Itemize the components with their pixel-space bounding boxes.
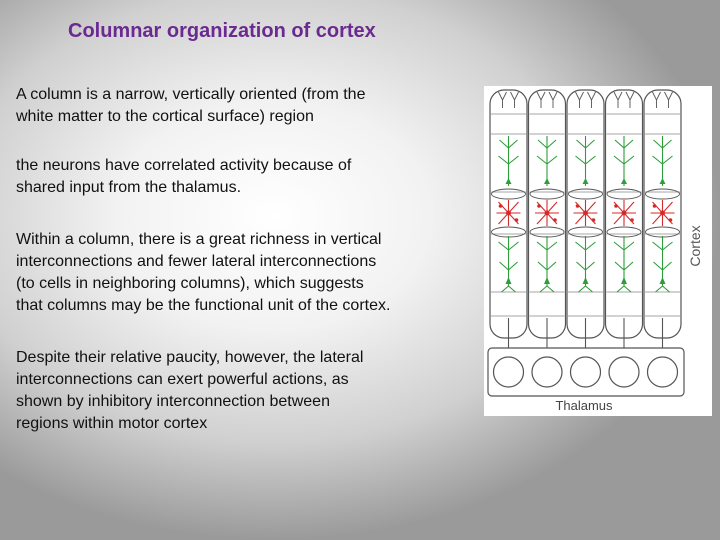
interneuron-soma <box>537 204 541 208</box>
barrel-bottom <box>529 226 565 238</box>
interneuron-soma <box>660 210 665 216</box>
pyramidal-neuron-lower <box>652 236 673 293</box>
interneuron-soma <box>544 210 550 216</box>
interneuron-soma <box>514 218 519 222</box>
cortical-column <box>643 89 682 348</box>
thalamus-box <box>487 347 685 397</box>
thalamic-cell <box>492 356 525 388</box>
pyramidal-soma-lower <box>582 277 589 284</box>
pyramidal-soma-upper <box>621 178 627 184</box>
barrel-bottom <box>645 226 680 238</box>
interneuron-soma <box>583 210 588 216</box>
dendrite-tuft <box>625 91 635 108</box>
interneuron-soma <box>621 210 627 216</box>
interneuron-soma <box>591 218 596 222</box>
cortical-column <box>604 89 644 348</box>
paragraph-column-definition: A column is a narrow, vertically oriente… <box>16 84 496 128</box>
cortical-column-diagram: Cortex Thalamus <box>484 86 712 416</box>
interneuron-soma <box>575 204 580 208</box>
pyramidal-soma-upper <box>659 178 666 184</box>
pyramidal-neuron-lower <box>536 236 558 293</box>
text-line: A column is a narrow, vertically oriente… <box>16 86 366 103</box>
barrel-top <box>645 188 680 200</box>
text-line: shown by inhibitory interconnection betw… <box>16 393 330 410</box>
dendrite-tuft <box>498 91 507 108</box>
barrel-top <box>529 188 565 200</box>
interneuron-soma <box>630 218 634 222</box>
barrel-bottom <box>491 226 526 238</box>
interneuron-soma <box>652 204 657 208</box>
paragraph-correlated-activity: the neurons have correlated activity bec… <box>16 155 496 199</box>
pyramidal-neuron-lower <box>613 236 635 293</box>
text-line: regions within motor cortex <box>16 415 208 432</box>
thalamic-cell <box>646 356 679 388</box>
barrel-top <box>491 188 526 200</box>
thalamic-cell <box>531 356 563 388</box>
dendrite-tuft <box>575 91 584 108</box>
text-line: shared input from the thalamus. <box>16 179 242 196</box>
pyramidal-soma-upper <box>505 178 512 184</box>
dendrite-tuft <box>664 91 673 108</box>
pyramidal-soma-lower <box>544 277 550 284</box>
interneuron-soma <box>668 218 673 222</box>
pyramidal-soma-lower <box>505 277 512 284</box>
thalamus-group <box>487 347 685 397</box>
pyramidal-neuron-upper <box>536 136 558 186</box>
thalamus-label: Thalamus <box>555 398 613 413</box>
interneuron-soma <box>498 204 503 208</box>
text-line: the neurons have correlated activity bec… <box>16 157 352 174</box>
diagram-canvas: Cortex Thalamus <box>487 89 703 413</box>
paragraph-vertical-interconnections: Within a column, there is a great richne… <box>16 229 496 317</box>
thalamic-cell <box>569 356 602 388</box>
pyramidal-neuron-upper <box>613 136 635 186</box>
thalamic-cell <box>608 356 640 388</box>
interneuron-soma <box>614 204 618 208</box>
cortical-column <box>566 89 605 348</box>
cortical-column <box>527 89 567 348</box>
pyramidal-soma-upper <box>544 178 550 184</box>
dendrite-tuft <box>548 91 558 108</box>
pyramidal-neuron-lower <box>498 236 519 293</box>
cortical-column <box>489 89 528 348</box>
dendrite-tuft <box>536 91 546 108</box>
text-line: interconnections can exert powerful acti… <box>16 371 349 388</box>
text-line: white matter to the cortical surface) re… <box>16 108 314 125</box>
barrel-bottom <box>568 226 603 238</box>
pyramidal-neuron-upper <box>652 136 673 186</box>
dendrite-tuft <box>652 91 661 108</box>
barrel-bottom <box>606 226 642 238</box>
interneuron-soma <box>553 218 557 222</box>
text-line: Within a column, there is a great richne… <box>16 231 382 248</box>
barrel-top <box>606 188 642 200</box>
text-line: Despite their relative paucity, however,… <box>16 349 364 366</box>
dendrite-tuft <box>510 91 519 108</box>
barrel-top <box>568 188 603 200</box>
slide-title: Columnar organization of cortex <box>68 20 376 42</box>
columns-group <box>489 89 682 348</box>
dendrite-tuft <box>613 91 623 108</box>
pyramidal-soma-upper <box>582 178 589 184</box>
paragraph-lateral-interconnections: Despite their relative paucity, however,… <box>16 347 496 435</box>
cortex-label: Cortex <box>687 225 703 266</box>
text-line: interconnections and fewer lateral inter… <box>16 253 377 270</box>
text-line: that columns may be the functional unit … <box>16 297 391 314</box>
pyramidal-soma-lower <box>659 277 666 284</box>
pyramidal-soma-lower <box>621 277 627 284</box>
pyramidal-neuron-upper <box>498 136 519 186</box>
text-line: (to cells in neighboring columns), which… <box>16 275 364 292</box>
pyramidal-neuron-upper <box>575 136 596 186</box>
pyramidal-neuron-lower <box>575 236 596 293</box>
interneuron-soma <box>506 210 511 216</box>
dendrite-tuft <box>587 91 596 108</box>
